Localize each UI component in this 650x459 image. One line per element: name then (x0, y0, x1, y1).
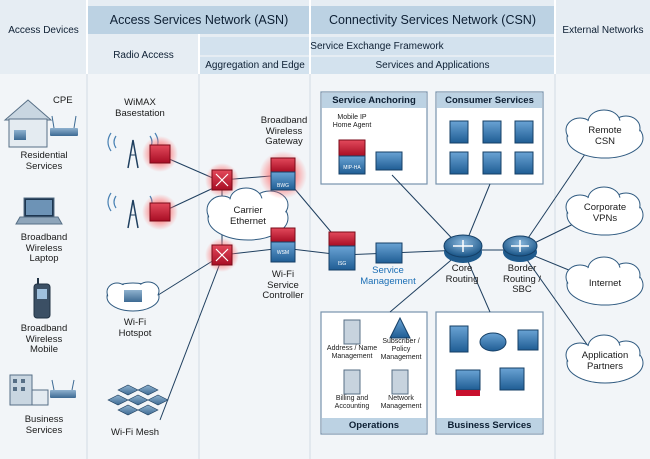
business-services-title: Business Services (447, 420, 532, 431)
wifi-mesh-icon (107, 384, 169, 416)
operations-servers (343, 319, 409, 395)
mobile-phone-icon (33, 278, 51, 319)
broadband-wireless-gateway (259, 151, 307, 199)
service-anchoring-title: Service Anchoring (332, 95, 416, 106)
agg-header-bg (200, 57, 310, 74)
radio-access-header: Radio Access (113, 50, 174, 61)
services-header-bg (311, 57, 554, 74)
business-building-icon (9, 374, 76, 406)
sef-header-bg (200, 37, 554, 55)
service-management-device (375, 242, 403, 264)
operations-title: Operations (348, 420, 400, 431)
csn-header-bg (311, 6, 554, 34)
wimax-basestation-2 (107, 192, 178, 230)
consumer-servers (449, 120, 534, 175)
house-icon (3, 99, 53, 148)
consumer-services-title: Consumer Services (445, 95, 534, 106)
mip-tag: MIP-HA (343, 165, 361, 171)
sef-header: Service Exchange Framework (310, 40, 444, 52)
aggregation-header: Aggregation and Edge (205, 60, 305, 71)
firewall-bar (456, 390, 480, 396)
border-router (502, 235, 538, 262)
asn-header: Access Services Network (ASN) (109, 13, 289, 27)
wifi-service-controller (270, 227, 296, 263)
wifi-mesh-label: Wi-Fi Mesh (110, 427, 160, 438)
aggregation-switch-2 (205, 238, 239, 272)
csn-header: Connectivity Services Network (CSN) (329, 13, 536, 27)
internet-cloud (565, 256, 644, 306)
mobile-ip-home-agent (338, 139, 366, 175)
internet-label: Internet (588, 278, 622, 289)
core-router (443, 234, 483, 263)
operations-box (320, 311, 428, 435)
external-networks-header: External Networks (562, 25, 644, 36)
policy-icon (389, 316, 411, 339)
wimax-basestation-1 (107, 132, 178, 172)
carrier-ethernet-cloud (206, 187, 289, 241)
partners-cloud (565, 334, 644, 384)
bwg-tag: BWG (277, 183, 289, 189)
services-header: Services and Applications (375, 60, 490, 71)
service-anchoring-switch (375, 151, 403, 171)
access-devices-header: Access Devices (8, 25, 79, 36)
wifi-hotspot-cloud (106, 281, 160, 312)
asn-header-bg (88, 6, 310, 34)
isg-tag: ISG (337, 261, 347, 267)
remote-csn-cloud (565, 109, 644, 159)
aggregation-switch-1 (205, 163, 239, 197)
corporate-vpns-cloud (565, 186, 644, 236)
wsc-tag: WSM (276, 250, 290, 256)
cpe-icon (50, 115, 78, 136)
laptop-icon (15, 197, 63, 225)
business-devices (449, 325, 539, 391)
cpe-label: CPE (53, 95, 73, 106)
isg-gateway (328, 231, 356, 271)
